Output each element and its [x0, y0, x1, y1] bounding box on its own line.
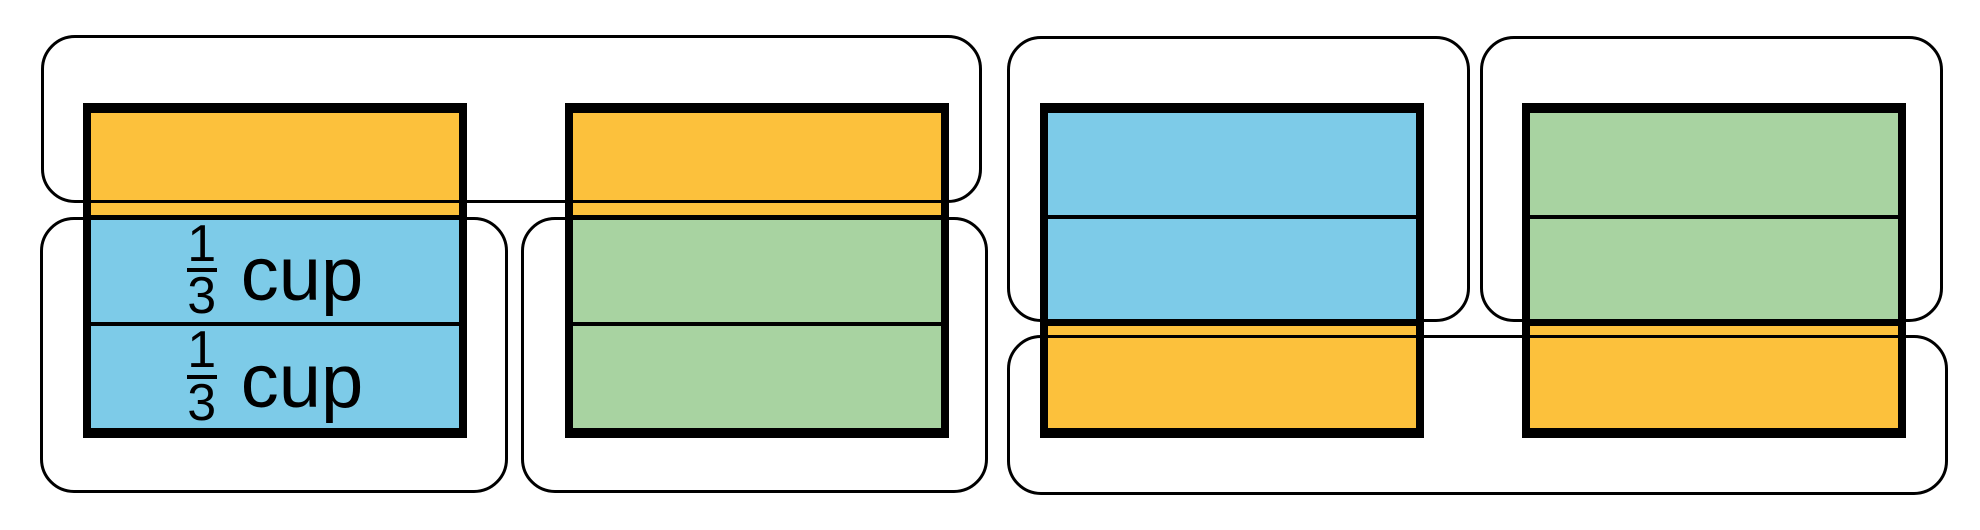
fraction-denominator: 3 — [187, 267, 217, 326]
tape-4-section-3 — [1530, 325, 1898, 428]
fraction-numerator: 1 — [187, 321, 217, 380]
tape-3-section-3 — [1048, 325, 1416, 428]
fraction-label: 1 3 cup — [186, 214, 364, 326]
fraction-numerator: 1 — [187, 214, 217, 273]
tape-4-section-2 — [1530, 219, 1898, 322]
tape-1: 1 3 cup 1 3 cup — [83, 103, 467, 438]
fraction-label: 1 3 cup — [186, 321, 364, 432]
fraction: 1 3 — [186, 321, 217, 432]
unit-label: cup — [240, 338, 364, 424]
tape-4-section-1 — [1530, 113, 1898, 216]
fraction-bar — [186, 268, 217, 273]
tape-3-section-1 — [1048, 113, 1416, 216]
tape-3 — [1040, 103, 1424, 438]
tape-1-section-3: 1 3 cup — [91, 321, 459, 432]
tape-2-section-1 — [573, 113, 941, 216]
tape-3-section-2 — [1048, 219, 1416, 322]
tape-1-section-1 — [91, 113, 459, 216]
fraction-bar — [186, 374, 217, 379]
tape-1-section-2: 1 3 cup — [91, 214, 459, 326]
fraction-denominator: 3 — [187, 373, 217, 432]
tape-4 — [1522, 103, 1906, 438]
fraction: 1 3 — [186, 214, 217, 326]
unit-label: cup — [240, 232, 364, 318]
tape-2-section-2 — [573, 219, 941, 322]
tape-2 — [565, 103, 949, 438]
tape-2-section-3 — [573, 325, 941, 428]
